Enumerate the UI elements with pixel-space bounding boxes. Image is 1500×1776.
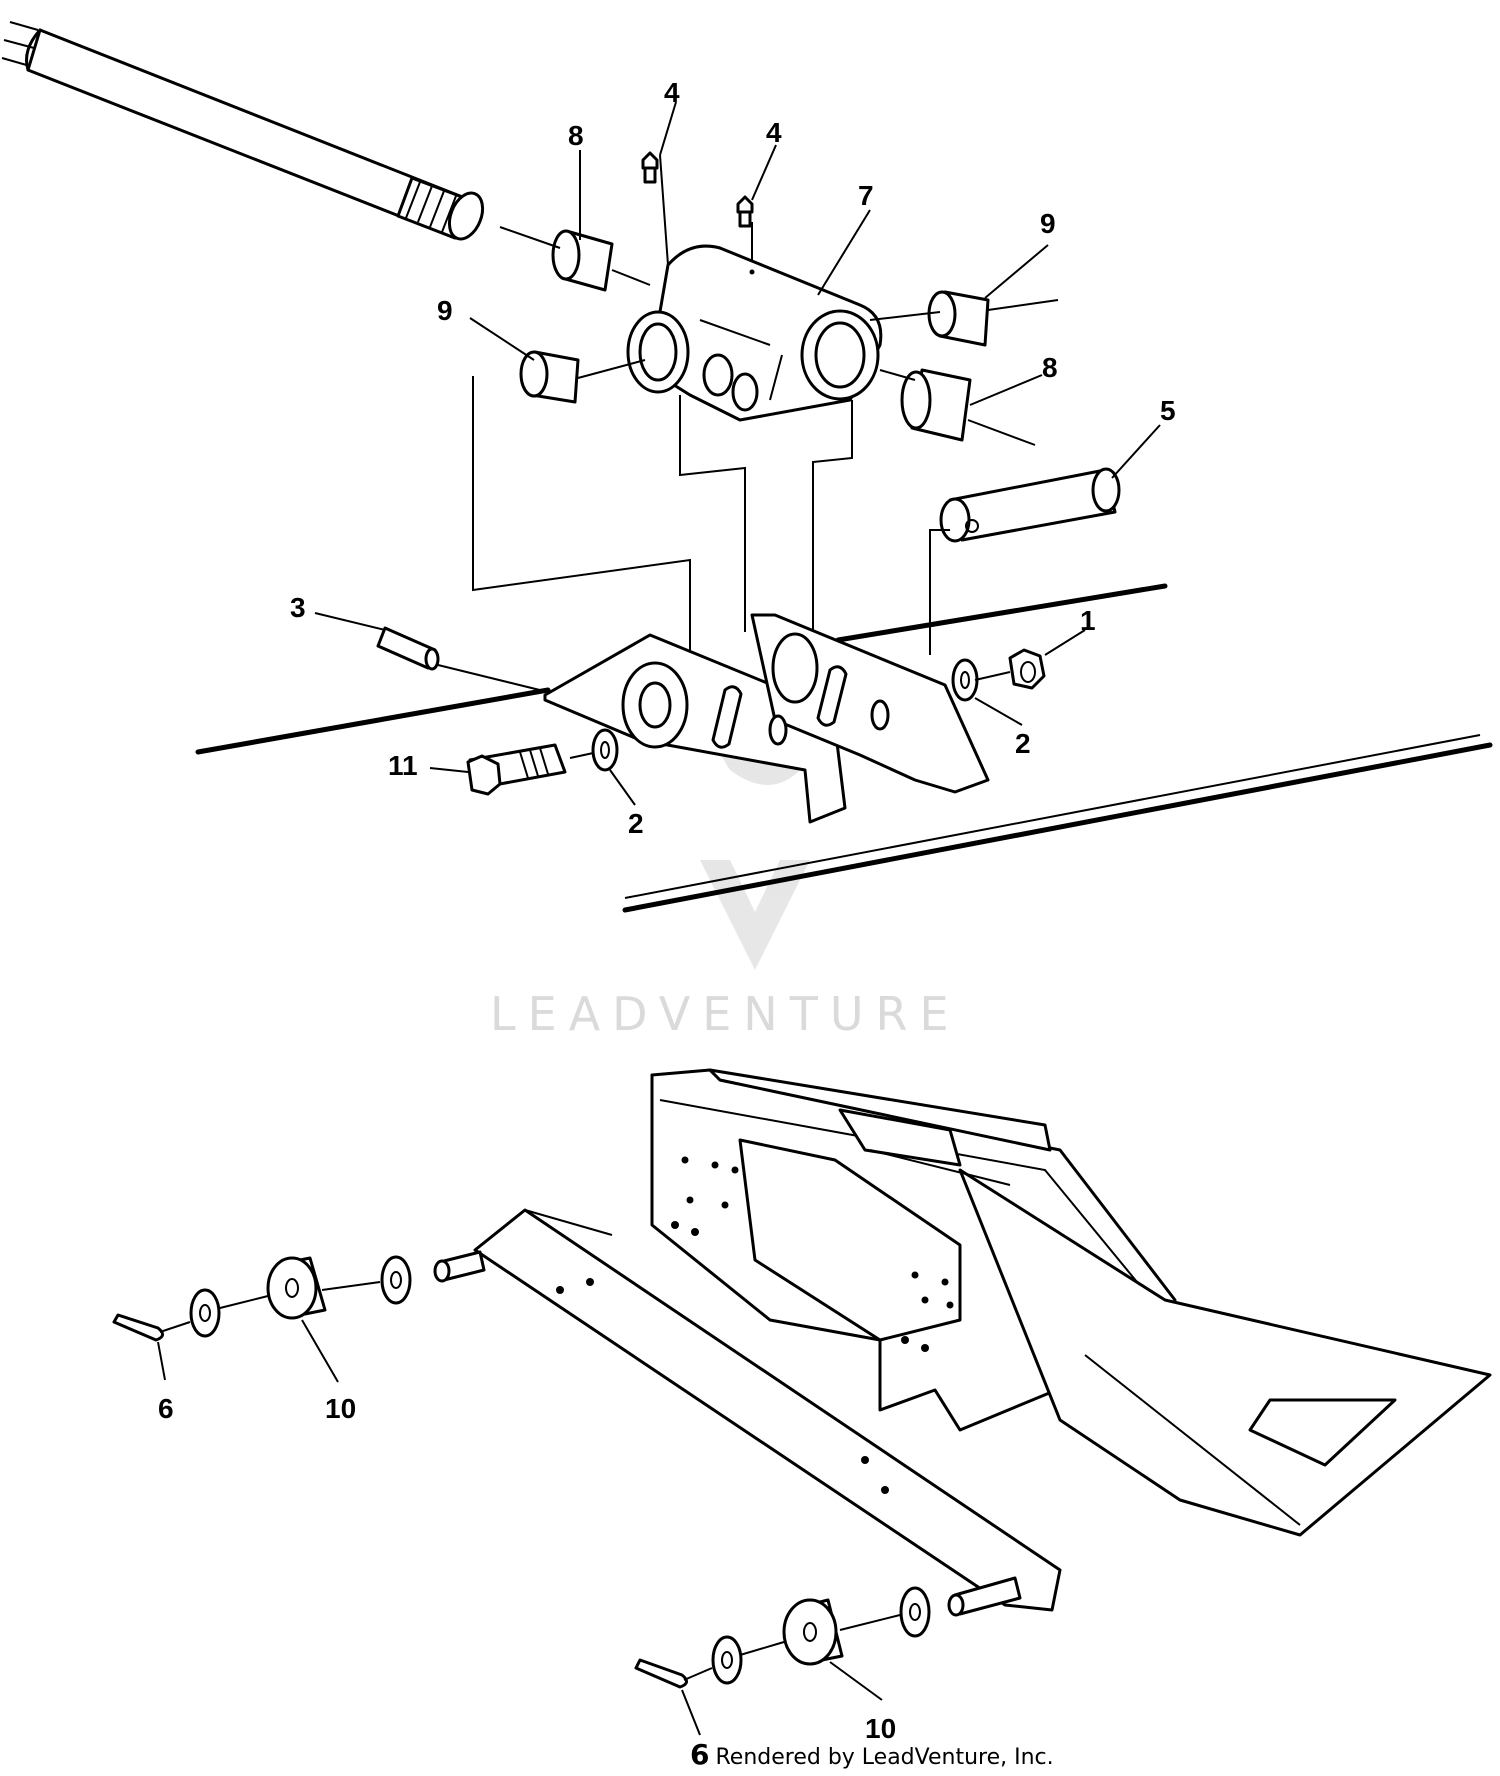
callout-7: 7 (858, 180, 874, 211)
frame-bolt-holes (556, 1156, 954, 1494)
bushing-9b (519, 350, 580, 404)
deck-bracket (543, 613, 990, 824)
callout-8: 8 (1042, 352, 1058, 383)
callout-2: 2 (628, 808, 644, 839)
hex-bolt (466, 743, 599, 796)
callout-4: 4 (664, 77, 680, 108)
callout-11: 11 (388, 750, 418, 781)
bushing-8a (551, 229, 614, 292)
roll-pin (376, 626, 561, 696)
callout-9: 9 (437, 295, 453, 326)
callout-3: 3 (290, 592, 306, 623)
washer-2a (951, 658, 979, 702)
callout-2: 2 (1015, 728, 1031, 759)
callout-6: 6 (690, 1738, 710, 1771)
watermark-brand: LEADVENTURE (490, 987, 961, 1041)
bushing-9a (927, 290, 990, 347)
callout-labels: 4 4 8 7 9 9 8 5 3 1 2 11 2 6 10 10 (158, 77, 1176, 1744)
lower-hardware-right (634, 1576, 1022, 1689)
render-credit: Rendered by LeadVenture, Inc. (715, 1745, 1054, 1770)
callout-10: 10 (325, 1393, 356, 1424)
pivot-pin (939, 467, 1121, 543)
callout-1: 1 (1080, 605, 1096, 636)
callout-6: 6 (158, 1393, 174, 1424)
explode-lines-upper (472, 154, 1059, 700)
leader-lines (157, 101, 1161, 1736)
bushing-8b (900, 368, 972, 442)
callout-9: 9 (1040, 208, 1056, 239)
deck-edge-lines (195, 583, 1493, 913)
front-axle-frame (473, 1068, 1492, 1612)
grease-fitting-4a (641, 151, 659, 184)
callout-8: 8 (568, 120, 584, 151)
washer-2b (591, 728, 619, 772)
hex-nut (974, 648, 1046, 690)
lower-hardware-left (112, 1250, 486, 1342)
callout-4: 4 (766, 117, 782, 148)
grease-fitting-4b (736, 195, 754, 228)
axle-shaft (1, 21, 485, 241)
callout-10: 10 (865, 1713, 896, 1744)
callout-5: 5 (1160, 395, 1176, 426)
pivot-housing (626, 244, 883, 422)
